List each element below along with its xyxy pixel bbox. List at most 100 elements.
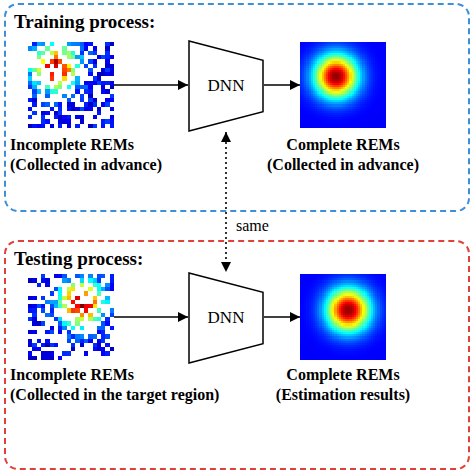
map-cell (377, 111, 379, 113)
map-cell (373, 117, 375, 119)
map-cell (380, 104, 382, 106)
map-cell (360, 81, 362, 83)
map-cell (317, 83, 319, 85)
map-cell (88, 98, 92, 102)
map-cell (45, 343, 49, 347)
map-cell (354, 94, 356, 96)
map-cell (356, 107, 358, 109)
map-cell (321, 57, 323, 59)
map-cell (332, 68, 334, 70)
map-cell (380, 100, 382, 102)
map-cell (84, 339, 88, 343)
map-cell (367, 74, 369, 76)
map-cell (75, 304, 79, 308)
map-cell (362, 87, 364, 89)
map-cell (352, 94, 354, 96)
map-cell (311, 122, 313, 124)
map-cell (339, 100, 341, 102)
map-cell (71, 287, 75, 291)
map-cell (67, 278, 71, 282)
map-cell (369, 46, 371, 48)
map-cell (337, 70, 339, 72)
map-cell (380, 57, 382, 59)
map-cell (80, 334, 84, 338)
map-cell (93, 317, 97, 321)
map-cell (382, 64, 384, 66)
map-cell (84, 89, 88, 93)
map-cell (41, 115, 45, 119)
map-cell (377, 59, 379, 61)
map-cell (339, 64, 341, 66)
map-cell (311, 68, 313, 70)
map-cell (80, 59, 84, 63)
map-cell (84, 308, 88, 312)
map-cell (360, 102, 362, 104)
map-cell (367, 111, 369, 113)
map-cell (337, 96, 339, 98)
map-cell (362, 111, 364, 113)
map-cell (334, 122, 336, 124)
map-cell (313, 64, 315, 66)
map-cell (380, 91, 382, 93)
map-cell (356, 102, 358, 104)
map-cell (319, 44, 321, 46)
map-cell (319, 94, 321, 96)
map-cell (367, 76, 369, 78)
map-cell (97, 107, 101, 111)
map-cell (334, 98, 336, 100)
map-cell (380, 87, 382, 89)
map-cell (110, 68, 114, 72)
map-cell (341, 44, 343, 46)
map-cell (300, 91, 302, 93)
map-cell (384, 76, 386, 78)
map-cell (37, 347, 41, 351)
map-cell (334, 109, 336, 111)
map-cell (110, 347, 114, 351)
map-cell (369, 74, 371, 76)
map-cell (358, 55, 360, 57)
map-cell (337, 111, 339, 113)
map-cell (45, 313, 49, 317)
map-cell (319, 76, 321, 78)
map-cell (88, 124, 92, 128)
map-cell (358, 126, 360, 128)
map-cell (309, 87, 311, 89)
map-cell (319, 64, 321, 66)
map-cell (302, 64, 304, 66)
map-cell (330, 42, 332, 44)
map-cell (349, 44, 351, 46)
map-cell (319, 91, 321, 93)
map-cell (32, 102, 36, 106)
map-cell (345, 111, 347, 113)
map-cell (311, 81, 313, 83)
map-cell (371, 53, 373, 55)
map-cell (349, 113, 351, 115)
map-cell (358, 42, 360, 44)
map-cell (58, 107, 62, 111)
map-cell (356, 89, 358, 91)
map-cell (358, 104, 360, 106)
map-cell (315, 83, 317, 85)
map-cell (319, 81, 321, 83)
map-cell (319, 115, 321, 117)
map-cell (326, 96, 328, 98)
map-cell (309, 57, 311, 59)
map-cell (300, 76, 302, 78)
map-cell (45, 283, 49, 287)
map-cell (302, 98, 304, 100)
map-cell (339, 115, 341, 117)
map-cell (373, 48, 375, 50)
map-cell (315, 53, 317, 55)
map-cell (343, 111, 345, 113)
map-cell (339, 72, 341, 74)
map-cell (62, 274, 66, 278)
map-cell (356, 74, 358, 76)
map-cell (58, 85, 62, 89)
map-cell (360, 117, 362, 119)
map-cell (93, 300, 97, 304)
map-cell (306, 44, 308, 46)
map-cell (50, 107, 54, 111)
map-cell (304, 53, 306, 55)
map-cell (380, 96, 382, 98)
map-cell (332, 44, 334, 46)
